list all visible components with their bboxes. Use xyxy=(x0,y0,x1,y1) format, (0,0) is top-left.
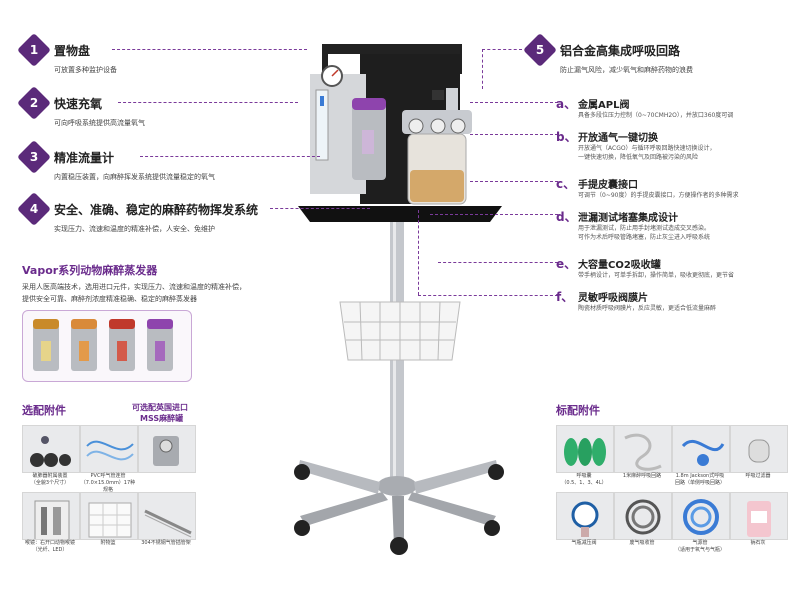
accessory-caption: 喉镜：右开口动物喉镜 xyxy=(24,540,75,546)
item-title: 大容量CO2吸收罐 xyxy=(578,260,661,271)
item-title: 开放通气一键切换 xyxy=(578,133,658,144)
accessory-caption: 1.8m Jackson式呼吸 xyxy=(675,473,725,479)
vapor-desc-1: 采用人医高端技术，选用进口元件，实现压力、流速和温度的精准补偿， xyxy=(22,283,246,291)
accessory-caption: 304不锈钢气管插管架 xyxy=(141,540,191,546)
item-desc: 带手柄设计，可单手拆卸，操作简单，吸收更彻底，更节省 xyxy=(578,272,735,279)
standard-accessory-image xyxy=(672,425,730,473)
item-letter: e、 xyxy=(556,257,577,271)
item-letter: a、 xyxy=(556,97,577,111)
badge-1: 1 xyxy=(22,38,46,62)
item-desc: 具备多段位压力控制（0~70CMH2O），并放口360度可调 xyxy=(578,112,734,119)
wire-basket xyxy=(339,301,461,361)
badge-2: 2 xyxy=(22,91,46,115)
optional-accessory-image xyxy=(138,492,196,540)
feature-2-desc: 可向呼吸系统提供高流量氧气 xyxy=(54,119,145,127)
vapor-section: Vapor系列动物麻醉蒸发器 采用人医高端技术，选用进口元件，实现压力、流速和温… xyxy=(22,262,342,387)
feature-4-title: 安全、准确、稳定的麻醉药物挥发系统 xyxy=(54,203,259,217)
optional-accessory-image xyxy=(80,492,138,540)
item-title: 灵敏呼吸阀膜片 xyxy=(578,293,648,304)
item-desc: 陶瓷材质呼吸阀膜片，反应灵敏，更适合低流量麻醉 xyxy=(578,305,717,312)
item-title: 手提皮囊接口 xyxy=(578,180,638,191)
badge-4: 4 xyxy=(22,197,46,221)
item-desc: 一键快速切换，降低氧气及回路被污染的风险 xyxy=(578,154,699,161)
item-desc: 开放通气（ACGO）与循环呼吸回路快速切换设计， xyxy=(578,145,716,152)
standard-accessory-image xyxy=(730,492,788,540)
star-base xyxy=(294,460,504,555)
accessory-caption: 附物篮 xyxy=(100,540,116,546)
optional-tag-1: 可选配英国进口 xyxy=(132,403,188,412)
feature-1-desc: 可放置多种监护设备 xyxy=(54,66,117,74)
vapor-title: Vapor系列动物麻醉蒸发器 xyxy=(22,264,158,277)
accessory-caption: （光纤、LED） xyxy=(32,547,68,553)
accessory-caption: 气瓶减压阀 xyxy=(571,540,597,546)
badge-5: 5 xyxy=(528,38,552,62)
feature-2-title: 快速充氧 xyxy=(54,97,103,111)
accessory-caption: 钠石灰 xyxy=(750,540,766,546)
accessory-caption: 呼吸囊 xyxy=(576,473,592,479)
accessory-caption: 1米麻醉呼吸回路 xyxy=(622,473,662,479)
anesthesia-machine-image xyxy=(270,40,530,560)
optional-accessory-image xyxy=(80,425,138,473)
feature-5-title: 铝合金高集成呼吸回路 xyxy=(560,44,681,58)
vaporizer-red xyxy=(109,319,135,371)
item-title: 金属APL阀 xyxy=(578,100,630,111)
accessory-caption: 呼吸过滤器 xyxy=(745,473,771,479)
badge-3: 3 xyxy=(22,145,46,169)
item-letter: b、 xyxy=(556,130,577,144)
vaporizer-orange xyxy=(71,319,97,371)
standard-accessory-image xyxy=(614,492,672,540)
optional-tag-2: MSS麻醉罐 xyxy=(140,414,184,423)
accessory-caption: 破肺器附属装置 xyxy=(32,473,68,479)
accessory-caption: （0.5、1、3、4L） xyxy=(561,480,607,486)
item-title: 泄漏测试堵塞集成设计 xyxy=(578,213,678,224)
accessory-caption: （适用于氧气与气瓶） xyxy=(674,547,725,553)
accessory-caption: 气源管 xyxy=(692,540,708,546)
item-letter: c、 xyxy=(556,177,576,191)
standard-title: 标配附件 xyxy=(556,404,600,417)
item-desc: 用于泄漏测试，防止用手封堵测试造成交叉感染。 xyxy=(578,225,711,232)
standard-accessory-image xyxy=(672,492,730,540)
feature-4-desc: 实现压力、流速和温度的精准补偿，人安全、免维护 xyxy=(54,225,215,233)
standard-accessory-image xyxy=(556,492,614,540)
accessory-caption: （7.0×15.0mm）17种规格 xyxy=(80,480,136,493)
accessory-caption: 废气吸收管 xyxy=(629,540,655,546)
standard-accessory-image xyxy=(556,425,614,473)
vaporizer-purple xyxy=(147,319,173,371)
accessory-caption: PVC呼气管连管 xyxy=(90,473,126,479)
standard-accessory-image xyxy=(614,425,672,473)
accessory-caption: 回路（单侧呼吸回路） xyxy=(674,480,725,486)
vapor-desc-2: 提供安全可靠、麻醉剂浓度精准稳确、稳定的麻醉蒸发器 xyxy=(22,295,197,303)
accessory-caption: （全貌3个尺寸） xyxy=(30,480,70,486)
item-desc: 可调节（0~90度）的手提皮囊接口，方便操作者的多种需求 xyxy=(578,192,739,199)
vaporizer-silver xyxy=(33,319,59,371)
feature-3-desc: 内置稳压装置，向麻醉挥发系统提供流量稳定的氧气 xyxy=(54,173,215,181)
optional-accessory-image xyxy=(138,425,196,473)
standard-accessory-image xyxy=(730,425,788,473)
item-letter: f、 xyxy=(556,290,574,304)
feature-5-desc: 防止漏气风险，减少氧气和麻醉药物的浪费 xyxy=(560,66,693,74)
optional-accessory-image xyxy=(22,425,80,473)
item-letter: d、 xyxy=(556,210,577,224)
feature-3-title: 精准流量计 xyxy=(54,151,115,165)
optional-accessory-image xyxy=(22,492,80,540)
item-desc: 可作为术后呼吸管路堵塞，防止灰尘进入呼吸系统 xyxy=(578,234,711,241)
optional-title: 选配附件 xyxy=(22,404,66,417)
vaporizer-image xyxy=(22,310,192,382)
feature-1-title: 置物盘 xyxy=(54,44,91,58)
